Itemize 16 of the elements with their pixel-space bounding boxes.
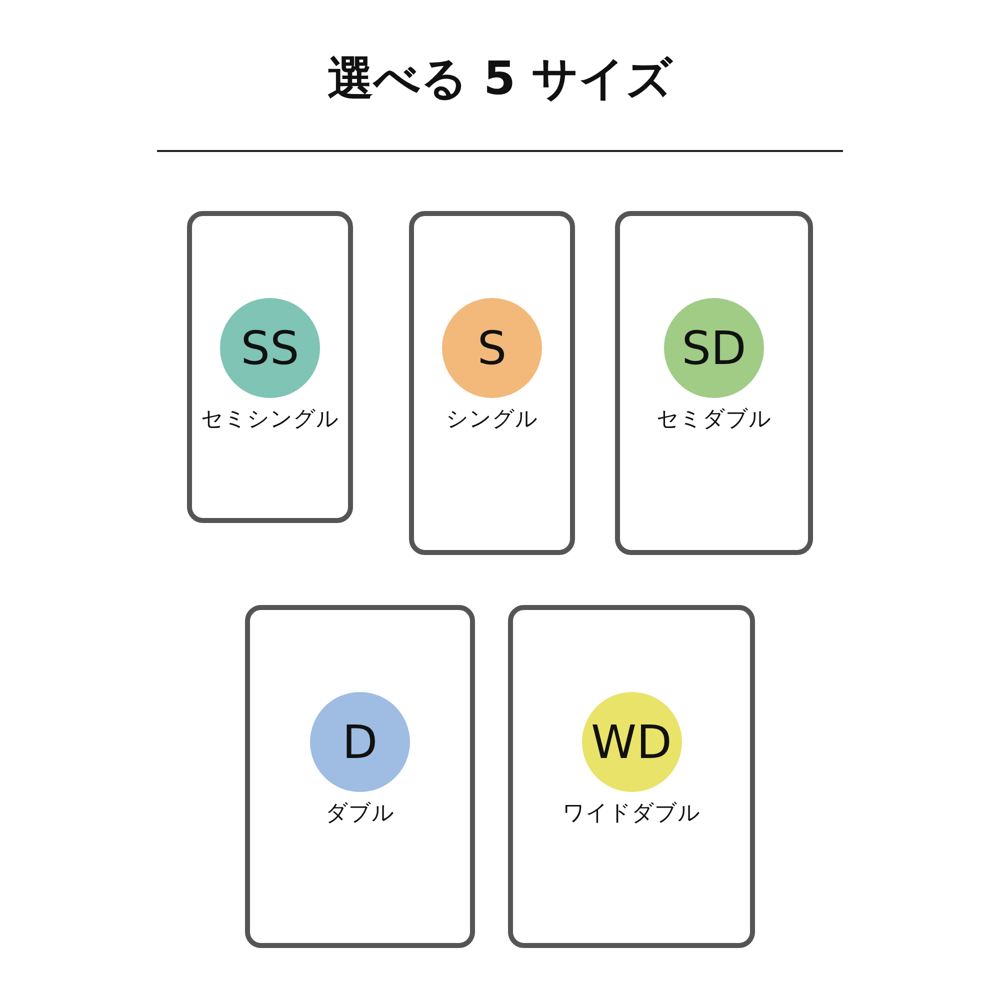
bed-outline [508,605,755,948]
bed-outline [245,605,475,948]
size-circle: SS [220,298,320,398]
size-circle: D [310,692,410,792]
heading: 選べる 5 サイズ [326,50,674,107]
bed-outline [187,211,353,523]
size-name: ワイドダブル [562,800,702,828]
size-circle: S [442,298,542,398]
size-circle: WD [582,692,682,792]
size-name: セミシングル [200,406,340,434]
bed-outline [615,211,813,555]
size-name: ダブル [324,800,396,828]
size-name: セミダブル [656,406,772,434]
bed-outline [409,211,575,555]
size-name: シングル [445,406,539,434]
size-circle: SD [664,298,764,398]
